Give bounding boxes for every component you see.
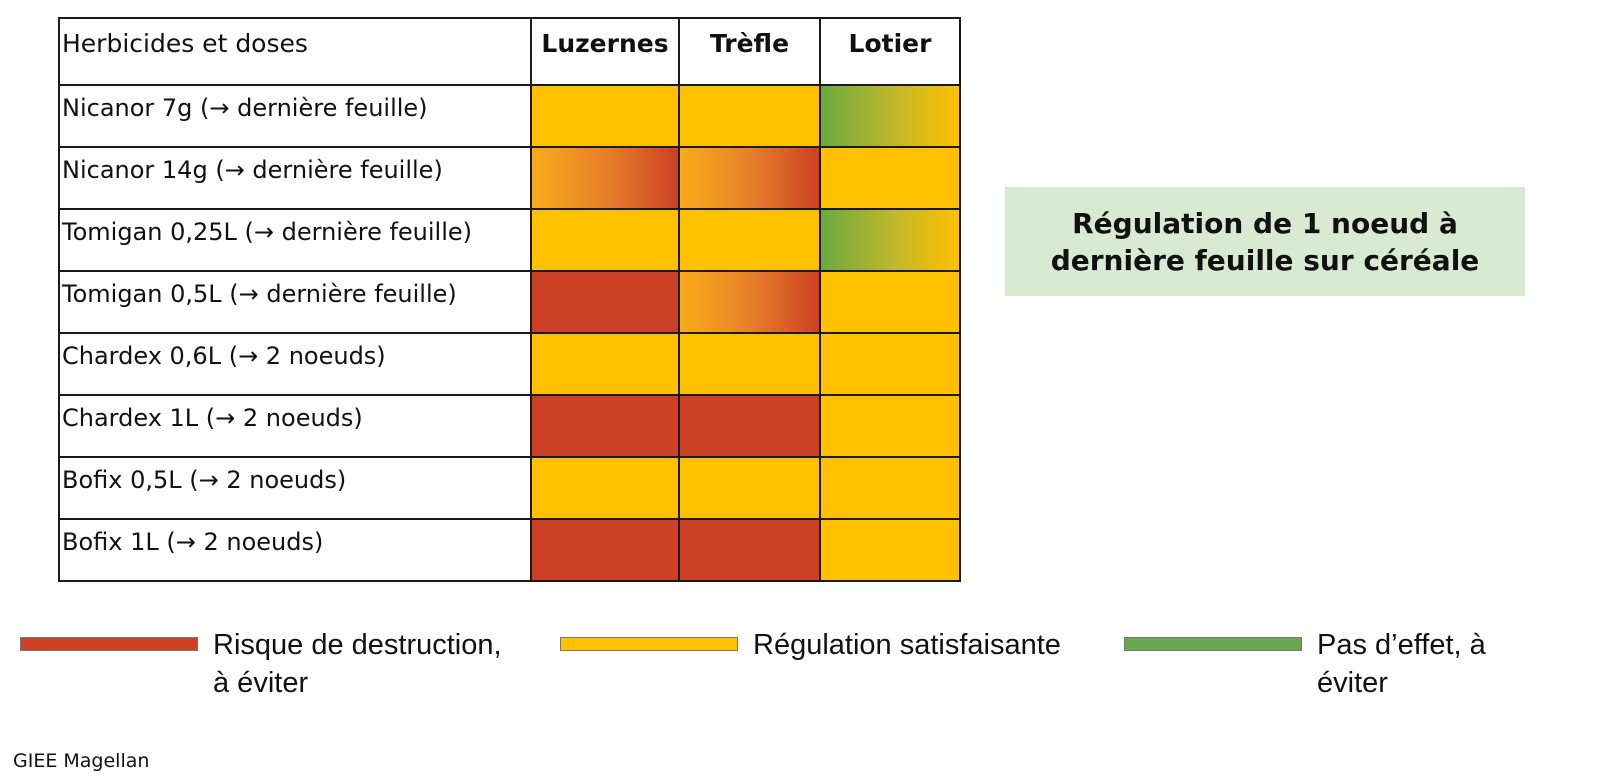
legend-swatch-yellow	[560, 637, 738, 651]
header-col-lotier: Lotier	[819, 17, 961, 86]
rating-cell	[678, 146, 821, 210]
table-row: Nicanor 7g (→ dernière feuille)	[58, 84, 961, 148]
rating-cell	[678, 270, 821, 334]
header-col-luzernes: Luzernes	[530, 17, 680, 86]
rating-cell	[819, 394, 961, 458]
matrix-body: Nicanor 7g (→ dernière feuille) Nicanor …	[58, 84, 961, 582]
rating-cell	[819, 146, 961, 210]
legend-swatch-red	[20, 637, 198, 651]
table-row: Bofix 1L (→ 2 noeuds)	[58, 518, 961, 582]
header-row: Herbicides et doses Luzernes Trèfle Loti…	[58, 17, 961, 86]
rating-cell	[819, 518, 961, 582]
legend-label-pas-effet: Pas d’effet, à éviter	[1317, 629, 1486, 699]
legend-label-destruction: Risque de destruction, à éviter	[213, 629, 502, 699]
rating-cell	[678, 456, 821, 520]
rating-cell	[678, 394, 821, 458]
table-row: Chardex 1L (→ 2 noeuds)	[58, 394, 961, 458]
table-row: Tomigan 0,25L (→ dernière feuille)	[58, 208, 961, 272]
rating-cell	[530, 332, 680, 396]
rating-cell	[819, 332, 961, 396]
table-row: Tomigan 0,5L (→ dernière feuille)	[58, 270, 961, 334]
rating-cell	[530, 518, 680, 582]
row-label: Bofix 0,5L (→ 2 noeuds)	[58, 456, 532, 520]
legend-label-satisfaisante: Régulation satisfaisante	[753, 629, 1061, 661]
rating-cell	[530, 270, 680, 334]
row-label: Chardex 0,6L (→ 2 noeuds)	[58, 332, 532, 396]
rating-cell	[819, 208, 961, 272]
rating-cell	[530, 456, 680, 520]
header-herbicides: Herbicides et doses	[58, 17, 532, 86]
rating-cell	[530, 146, 680, 210]
rating-cell	[530, 208, 680, 272]
rating-cell	[530, 84, 680, 148]
row-label: Tomigan 0,25L (→ dernière feuille)	[58, 208, 532, 272]
regulation-note-box: Régulation de 1 noeud à dernière feuille…	[1005, 187, 1525, 296]
legend-swatch-green	[1124, 637, 1302, 651]
regulation-note-text: Régulation de 1 noeud à dernière feuille…	[1050, 206, 1480, 277]
herbicide-matrix: Herbicides et doses Luzernes Trèfle Loti…	[58, 17, 961, 582]
row-label: Bofix 1L (→ 2 noeuds)	[58, 518, 532, 582]
header-col-trefle: Trèfle	[678, 17, 821, 86]
footer-credit: GIEE Magellan	[13, 750, 150, 772]
row-label: Nicanor 14g (→ dernière feuille)	[58, 146, 532, 210]
table-row: Chardex 0,6L (→ 2 noeuds)	[58, 332, 961, 396]
rating-cell	[678, 208, 821, 272]
row-label: Chardex 1L (→ 2 noeuds)	[58, 394, 532, 458]
row-label: Tomigan 0,5L (→ dernière feuille)	[58, 270, 532, 334]
rating-cell	[678, 84, 821, 148]
table-row: Bofix 0,5L (→ 2 noeuds)	[58, 456, 961, 520]
row-label: Nicanor 7g (→ dernière feuille)	[58, 84, 532, 148]
rating-cell	[530, 394, 680, 458]
table-row: Nicanor 14g (→ dernière feuille)	[58, 146, 961, 210]
rating-cell	[819, 84, 961, 148]
rating-cell	[819, 270, 961, 334]
rating-cell	[678, 518, 821, 582]
rating-cell	[678, 332, 821, 396]
rating-cell	[819, 456, 961, 520]
